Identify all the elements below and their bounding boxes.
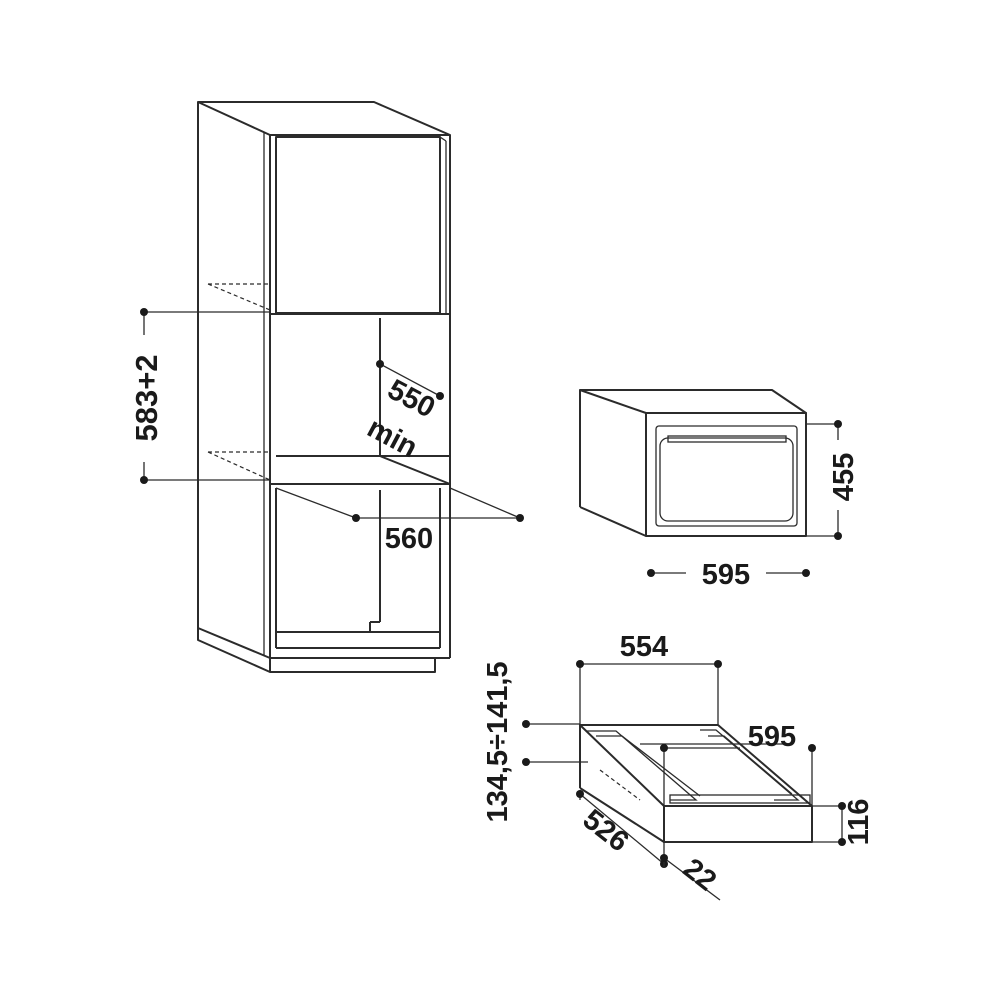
niche-depth-dimension: 550 min [362,360,444,464]
oven-width-label: 595 [702,559,750,591]
drawer-height-label: 116 [843,799,875,846]
niche-depth-label: 550 [382,374,440,425]
oven-height-label: 455 [828,453,860,501]
niche-height-dimension: 583+2 [129,308,270,484]
drawer-inner-width-label: 554 [620,631,668,663]
drawer-front-thickness-dimension: 22 [660,842,722,901]
niche-width-label: 560 [385,523,433,555]
niche-opening [207,313,451,485]
lower-compartment [270,483,450,649]
door-handle [667,435,787,443]
drawer-width-label: 595 [748,721,796,753]
oven-width-dimension: 595 [647,559,810,591]
drawer-depth-label: 526 [577,803,635,858]
drawer-width-dimension: 595 [660,721,816,806]
drawer-front-thickness-label: 22 [677,852,722,897]
drawer-depth-dimension: 526 [576,790,668,868]
drawer-height-range-label: 134,5÷141,5 [482,661,514,822]
upper-door [207,136,447,314]
oven-height-dimension: 455 [806,420,860,540]
niche-width-dimension: 560 [275,487,524,555]
tall-cabinet [197,101,451,673]
compact-oven [579,389,807,537]
niche-height-label: 583+2 [129,354,164,441]
drawer-height-dimension: 116 [812,799,875,846]
drawer-inner-width-dimension: 554 [576,631,722,725]
drawer-height-range-dimension: 134,5÷141,5 [482,661,588,823]
